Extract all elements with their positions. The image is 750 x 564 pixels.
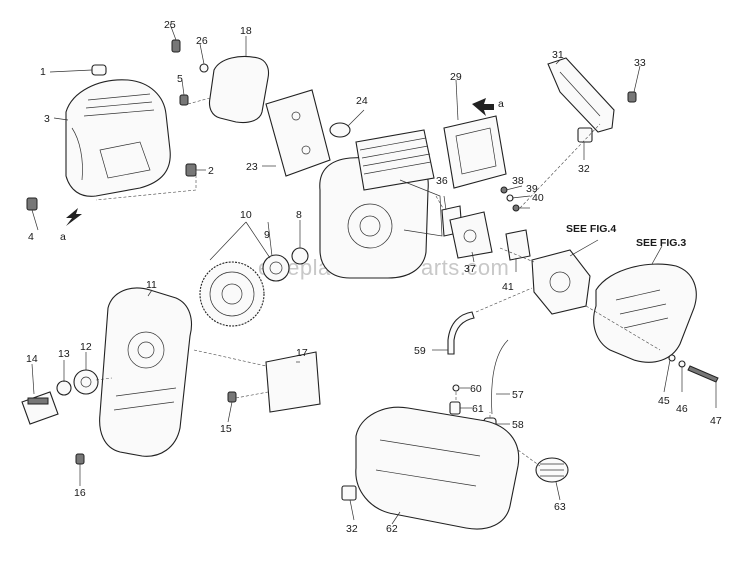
label-13: 13 — [58, 348, 70, 360]
part-5-screw — [179, 94, 189, 106]
label-1: 1 — [40, 66, 46, 78]
label-29: 29 — [450, 71, 462, 83]
air-cleaner-case — [593, 263, 697, 363]
part-8-snap-ring — [291, 247, 309, 265]
label-37: 37 — [464, 263, 476, 275]
part-18-air-cleaner-cover — [208, 55, 270, 124]
label-24: 24 — [356, 95, 368, 107]
label-31: 31 — [552, 49, 564, 61]
svg-text:a: a — [498, 98, 504, 110]
label-59: 59 — [414, 345, 426, 357]
part-10-gear — [199, 261, 265, 327]
part-15-bolt — [227, 391, 237, 403]
part-32-spacer-bottom — [341, 485, 357, 501]
label-57: 57 — [512, 389, 524, 401]
part-29-insulator-plate — [443, 115, 507, 189]
label-47: 47 — [710, 415, 722, 427]
label-9: 9 — [264, 229, 270, 241]
label-2: 2 — [208, 165, 214, 177]
label-5: 5 — [177, 73, 183, 85]
label-62: 62 — [386, 523, 398, 535]
part-57-fuel-line — [491, 339, 509, 415]
part-25-screw — [171, 39, 181, 53]
part-63-fuel-cap — [535, 457, 569, 483]
label-16: 16 — [74, 487, 86, 499]
label-63: 63 — [554, 501, 566, 513]
label-8: 8 — [296, 209, 302, 221]
label-61: 61 — [472, 403, 484, 415]
label-32-bottom: 32 — [346, 523, 358, 535]
part-59-fuel-line — [447, 311, 475, 355]
label-see-fig3: SEE FIG.3 — [636, 237, 686, 249]
part-4-bolt — [26, 197, 38, 211]
label-60: 60 — [470, 383, 482, 395]
label-25: 25 — [164, 19, 176, 31]
part-14-shoe — [21, 391, 59, 425]
label-41: 41 — [502, 281, 514, 293]
part-24-gasket — [329, 122, 351, 138]
direction-arrow-a-right: a — [472, 98, 504, 116]
label-10: 10 — [240, 209, 252, 221]
label-23: 23 — [246, 161, 258, 173]
label-46: 46 — [676, 403, 688, 415]
part-number-labels: 1 2 3 4 5 8 9 10 11 12 13 14 15 16 17 18… — [26, 19, 722, 535]
part-26-washer — [199, 63, 209, 73]
leader-lines — [31, 23, 717, 525]
part-3-fan-cover — [65, 79, 171, 197]
label-58: 58 — [512, 419, 524, 431]
label-4: 4 — [28, 231, 34, 243]
part-12-bearing — [73, 369, 99, 395]
label-32-top: 32 — [578, 163, 590, 175]
part-2-clip — [185, 163, 197, 177]
label-14: 14 — [26, 353, 38, 365]
direction-arrow-a-left: a — [60, 208, 82, 243]
part-32-spacer-top — [577, 127, 593, 143]
carburetor-assembly — [531, 249, 591, 315]
label-40: 40 — [532, 192, 544, 204]
label-17: 17 — [296, 347, 308, 359]
label-3: 3 — [44, 113, 50, 125]
label-38: 38 — [512, 175, 524, 187]
part-45-washer — [668, 354, 676, 362]
part-61-fitting — [449, 401, 461, 415]
label-see-fig4: SEE FIG.4 — [566, 223, 616, 235]
part-37-adaptor — [449, 211, 493, 259]
part-1-plug-cap — [91, 64, 107, 76]
part-9-bearing — [262, 254, 290, 282]
label-12: 12 — [80, 341, 92, 353]
svg-text:a: a — [60, 231, 66, 243]
label-18: 18 — [240, 25, 252, 37]
label-15: 15 — [220, 423, 232, 435]
label-33: 33 — [634, 57, 646, 69]
part-41-gasket — [505, 229, 531, 261]
part-13-washer — [56, 380, 72, 396]
part-47-long-bolt — [687, 365, 719, 383]
part-11-gear-case — [99, 287, 193, 457]
part-62-fuel-tank — [355, 406, 520, 530]
part-16-bolt — [75, 453, 85, 465]
part-23-plate — [265, 89, 331, 177]
part-33-screw — [627, 91, 637, 103]
label-11: 11 — [146, 279, 157, 291]
part-17-label-plate — [265, 351, 321, 413]
engine-cylinder-assembly — [319, 129, 443, 279]
part-31-bracket — [547, 57, 615, 133]
label-26: 26 — [196, 35, 208, 47]
part-60-grommet — [452, 384, 460, 392]
label-45: 45 — [658, 395, 670, 407]
label-39: 39 — [526, 183, 538, 195]
label-36: 36 — [436, 175, 448, 187]
